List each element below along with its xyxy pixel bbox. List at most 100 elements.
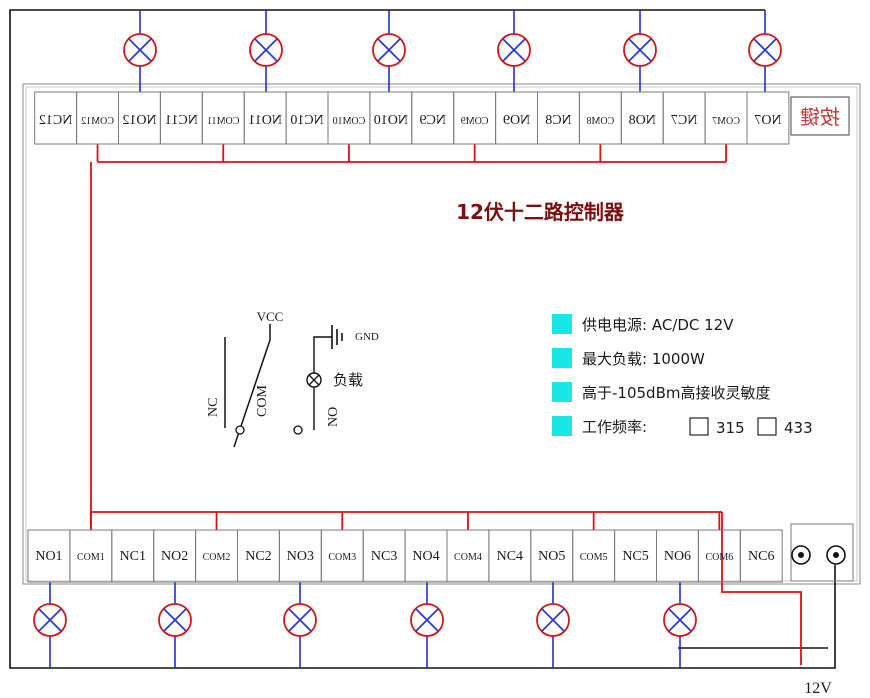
terminal-label-nc12: NC12	[39, 113, 72, 128]
supply-wire	[721, 512, 802, 665]
power-return-wire	[9, 9, 836, 669]
spec-bullet	[552, 416, 572, 436]
com-label: COM	[255, 385, 270, 417]
terminal-label-no2: NO2	[161, 549, 188, 564]
bottom-lamp	[536, 603, 570, 637]
lamp-cross	[128, 38, 152, 62]
top-lamp	[249, 33, 283, 67]
terminal-label-no6: NO6	[664, 549, 691, 564]
top-lamp	[748, 33, 782, 67]
terminal-label-nc9: NC9	[420, 113, 446, 128]
bottom-lamp	[663, 603, 697, 637]
spec-bullet	[552, 382, 572, 402]
terminal-label-nc6: NC6	[748, 549, 774, 564]
terminal-label-com2: COM2	[203, 552, 231, 563]
terminal-label-com10: COM10	[333, 116, 366, 127]
no-terminal	[293, 425, 303, 435]
terminal-label-nc4: NC4	[497, 549, 523, 564]
terminal-label-com7: COM7	[712, 116, 740, 127]
ground-wire	[313, 336, 332, 430]
power-terminal	[791, 545, 811, 565]
bottom-lamp	[158, 603, 192, 637]
terminal-cell	[34, 91, 78, 145]
load-lamp-cross	[308, 374, 320, 386]
power-terminal-screw	[798, 552, 804, 558]
power-terminal-block	[790, 523, 854, 582]
power-terminal	[826, 545, 846, 565]
bottom-lamp	[410, 603, 444, 637]
terminal-label-nc11: NC11	[165, 113, 198, 128]
terminal-label-no8: NO8	[629, 113, 656, 128]
badge: 按键	[790, 96, 850, 136]
terminal-label-no1: NO1	[35, 549, 62, 564]
terminal-label-com6: COM6	[705, 552, 733, 563]
lamp-cross	[668, 608, 692, 632]
spec-text: 最大负载: 1000W	[582, 350, 705, 368]
bottom-lamp	[283, 603, 317, 637]
terminal-label-nc10: NC10	[290, 113, 323, 128]
top-lamp	[372, 33, 406, 67]
terminal-label-com1: COM1	[77, 552, 105, 563]
lamp-cross	[377, 38, 401, 62]
terminal-label-com3: COM3	[328, 552, 356, 563]
board-outline	[22, 83, 861, 585]
terminal-label-com8: COM8	[586, 116, 614, 127]
board-inner-outline	[25, 86, 858, 582]
spec-text: 高于-105dBm高接收灵敏度	[582, 384, 770, 402]
terminal-label-no3: NO3	[287, 549, 314, 564]
nc-label: NC	[206, 398, 221, 417]
lamp-cross	[254, 38, 278, 62]
power-label: 12V	[804, 680, 832, 697]
lamp-cross	[163, 608, 187, 632]
terminal-label-no4: NO4	[412, 549, 439, 564]
nc-terminal	[235, 425, 245, 435]
terminal-label-no10: NO10	[374, 113, 408, 128]
lamp-cross	[541, 608, 565, 632]
bottom-lamp	[33, 603, 67, 637]
spec-list: 供电电源: AC/DC 12V 最大负载: 1000W 高于-105dBm高接收灵敏…	[552, 314, 813, 437]
no-label: NO	[326, 407, 341, 427]
terminal-label-no9: NO9	[503, 113, 530, 128]
frequency-option-433: 433	[784, 419, 813, 437]
lamp-cross	[415, 608, 439, 632]
terminal-label-com5: COM5	[580, 552, 608, 563]
spec-bullet	[552, 314, 572, 334]
terminal-label-nc7: NC7	[671, 113, 697, 128]
wiring-legend: VCC GND NC COM NO 负载	[206, 309, 379, 448]
terminal-label-no12: NO12	[122, 113, 156, 128]
spec-bullet	[552, 348, 572, 368]
lamp-cross	[38, 608, 62, 632]
load-label: 负载	[333, 371, 363, 389]
terminal-label-no7: NO7	[754, 113, 781, 128]
terminal-label-no5: NO5	[538, 549, 565, 564]
top-lamp	[123, 33, 157, 67]
terminal-label-nc1: NC1	[120, 549, 146, 564]
badge-text: 按键	[800, 105, 840, 129]
lamp-cross	[753, 38, 777, 62]
power-terminal-screw	[833, 552, 839, 558]
spec-text: 工作频率:	[582, 418, 647, 436]
terminal-label-nc5: NC5	[622, 549, 648, 564]
terminal-label-com11: COM11	[207, 116, 239, 127]
top-lamp	[623, 33, 657, 67]
terminal-cell	[739, 529, 783, 583]
frequency-checkbox[interactable]	[757, 417, 777, 436]
terminal-label-com9: COM9	[461, 116, 489, 127]
frequency-option-315: 315	[716, 419, 745, 437]
terminal-label-nc3: NC3	[371, 549, 397, 564]
terminal-label-no11: NO11	[248, 113, 282, 128]
board-title: 12伏十二路控制器	[456, 200, 625, 224]
terminal-label-com12: COM12	[81, 116, 114, 127]
lamp-cross	[628, 38, 652, 62]
top-lamp	[497, 33, 531, 67]
terminal-label-nc8: NC8	[545, 113, 571, 128]
vcc-label: VCC	[257, 309, 284, 324]
gnd-label: GND	[355, 331, 379, 343]
terminal-label-com4: COM4	[454, 552, 482, 563]
frequency-checkbox[interactable]	[689, 417, 709, 436]
terminal-label-nc2: NC2	[245, 549, 271, 564]
lamp-cross	[288, 608, 312, 632]
spec-text: 供电电源: AC/DC 12V	[582, 316, 734, 334]
lamp-cross	[502, 38, 526, 62]
